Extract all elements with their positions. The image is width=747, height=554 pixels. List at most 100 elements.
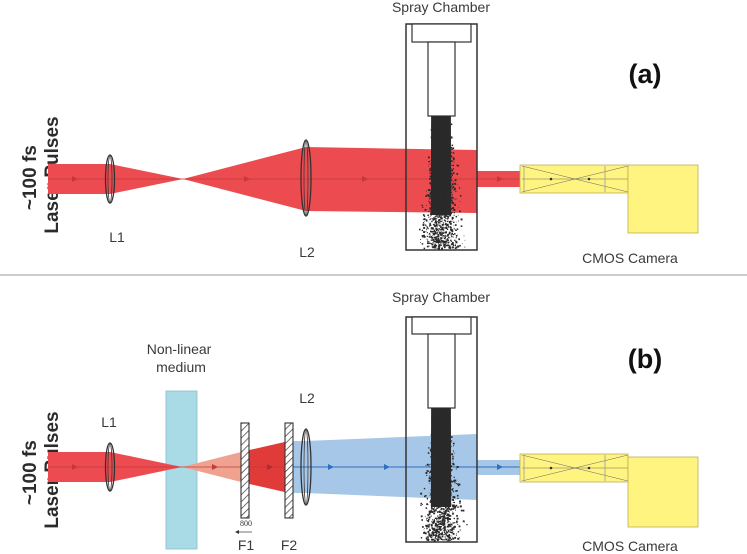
spray-droplet — [439, 219, 441, 221]
spray-droplet — [442, 449, 444, 451]
spray-droplet — [423, 227, 426, 229]
spray-droplet — [445, 424, 448, 426]
spray-droplet — [436, 171, 439, 174]
spray-droplet — [426, 232, 428, 234]
spray-droplet — [439, 465, 441, 467]
spray-droplet — [443, 496, 445, 498]
spray-droplet — [432, 239, 434, 241]
spray-droplet — [435, 536, 436, 538]
spray-droplet — [431, 478, 434, 481]
spray-droplet — [432, 223, 435, 226]
spray-droplet — [429, 529, 431, 531]
spray-droplet — [449, 452, 450, 453]
spray-droplet — [440, 459, 441, 460]
spray-droplet — [441, 185, 443, 187]
spray-droplet — [430, 239, 432, 241]
spray-droplet — [442, 518, 444, 520]
spray-droplet — [435, 155, 437, 156]
spray-droplet — [438, 236, 439, 238]
spray-droplet — [435, 189, 437, 191]
spray-droplet — [435, 420, 438, 423]
spray-droplet — [452, 241, 454, 244]
spray-droplet — [425, 219, 428, 221]
spray-droplet — [448, 487, 451, 489]
spray-droplet — [438, 531, 440, 533]
spray-droplet — [422, 526, 424, 528]
spray-droplet — [443, 525, 446, 528]
spray-droplet — [441, 412, 442, 414]
spray-droplet — [420, 504, 422, 506]
spray-droplet — [435, 196, 437, 198]
spray-droplet — [443, 523, 446, 526]
spray-droplet — [435, 471, 437, 473]
spray-droplet — [446, 461, 449, 463]
spray-droplet — [438, 502, 440, 504]
spray-droplet — [449, 490, 451, 492]
spray-droplet — [446, 493, 448, 494]
spray-droplet — [441, 160, 444, 162]
spray-droplet — [446, 445, 449, 448]
spray-droplet — [445, 538, 447, 541]
spray-droplet — [443, 207, 445, 209]
spray-droplet — [436, 161, 438, 164]
spray-droplet — [437, 192, 439, 194]
spray-droplet — [448, 152, 449, 154]
spray-droplet — [450, 175, 452, 177]
spray-droplet — [439, 460, 441, 461]
spray-droplet — [457, 214, 459, 216]
spray-droplet — [436, 149, 438, 151]
spray-droplet — [431, 487, 432, 488]
spray-droplet — [445, 476, 447, 478]
spray-droplet — [446, 239, 447, 241]
spray-droplet — [453, 476, 455, 478]
spray-droplet — [439, 191, 441, 193]
spray-droplet — [440, 154, 442, 156]
spray-droplet — [439, 200, 441, 203]
spray-droplet — [432, 148, 434, 150]
spray-droplet — [435, 432, 437, 433]
spray-droplet — [446, 490, 448, 492]
spray-droplet — [433, 144, 435, 147]
spray-droplet — [447, 465, 449, 467]
spray-droplet — [439, 452, 442, 455]
spray-droplet — [427, 194, 430, 197]
spray-droplet — [436, 500, 438, 502]
spray-droplet — [454, 536, 457, 539]
spray-droplet — [452, 457, 454, 460]
spray-droplet — [432, 427, 435, 430]
spray-droplet — [430, 219, 431, 220]
spray-droplet — [440, 432, 443, 435]
spray-droplet — [445, 455, 448, 457]
spray-droplet — [450, 526, 452, 527]
spray-droplet — [445, 233, 447, 234]
spray-droplet — [436, 149, 438, 151]
spray-droplet — [439, 183, 441, 185]
spray-droplet — [447, 173, 449, 175]
spray-droplet — [456, 228, 459, 230]
spray-droplet — [438, 495, 439, 497]
spray-droplet — [451, 504, 454, 506]
spray-droplet — [443, 216, 446, 219]
spray-droplet — [442, 435, 443, 437]
spray-droplet — [441, 466, 442, 467]
spray-droplet — [442, 213, 444, 215]
spray-droplet — [428, 447, 430, 449]
spray-droplet — [429, 203, 430, 205]
spray-droplet — [428, 189, 431, 191]
spray-droplet — [431, 190, 434, 192]
spray-droplet — [439, 189, 441, 191]
panel-b-tag: (b) — [628, 344, 662, 374]
spray-droplet — [429, 216, 431, 217]
spray-droplet — [432, 528, 435, 531]
spray-droplet — [439, 471, 442, 474]
spray-droplet — [433, 481, 435, 483]
spray-droplet — [434, 430, 436, 432]
spray-droplet — [436, 473, 438, 476]
spray-droplet — [437, 462, 439, 464]
spray-droplet — [457, 184, 459, 186]
spray-droplet — [446, 418, 448, 420]
spray-droplet — [447, 483, 450, 486]
spray-droplet — [432, 227, 434, 228]
spray-droplet — [445, 457, 447, 459]
spray-droplet — [448, 158, 450, 161]
